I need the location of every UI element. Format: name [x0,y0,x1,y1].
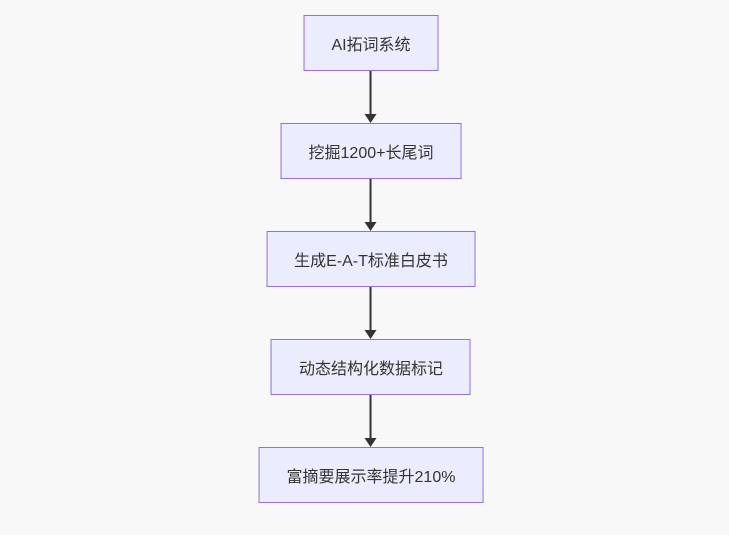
flow-node-step-5: 富摘要展示率提升210% [258,447,484,503]
arrow-head-icon [365,114,377,123]
arrow-line [370,287,372,331]
flow-node-step-1: AI拓词系统 [303,15,439,71]
arrow-head-icon [365,330,377,339]
arrow-connector-3 [365,287,377,339]
arrow-line [370,71,372,115]
flow-node-label: 动态结构化数据标记 [298,361,443,378]
flow-node-label: AI拓词系统 [331,37,411,54]
flowchart-column: AI拓词系统 挖掘1200+长尾词 生成E-A-T标准白皮书 动态结构化数据标记 [258,15,484,503]
arrow-line [370,179,372,223]
flow-node-step-3: 生成E-A-T标准白皮书 [266,231,476,287]
flow-node-label: 生成E-A-T标准白皮书 [294,253,448,270]
arrow-head-icon [365,222,377,231]
arrow-connector-4 [365,395,377,447]
flow-node-step-4: 动态结构化数据标记 [270,339,471,395]
arrow-head-icon [365,438,377,447]
arrow-line [370,395,372,439]
flow-node-step-2: 挖掘1200+长尾词 [280,123,462,179]
arrow-connector-2 [365,179,377,231]
arrow-connector-1 [365,71,377,123]
flow-node-label: 挖掘1200+长尾词 [308,145,434,162]
flow-node-label: 富摘要展示率提升210% [286,469,456,486]
